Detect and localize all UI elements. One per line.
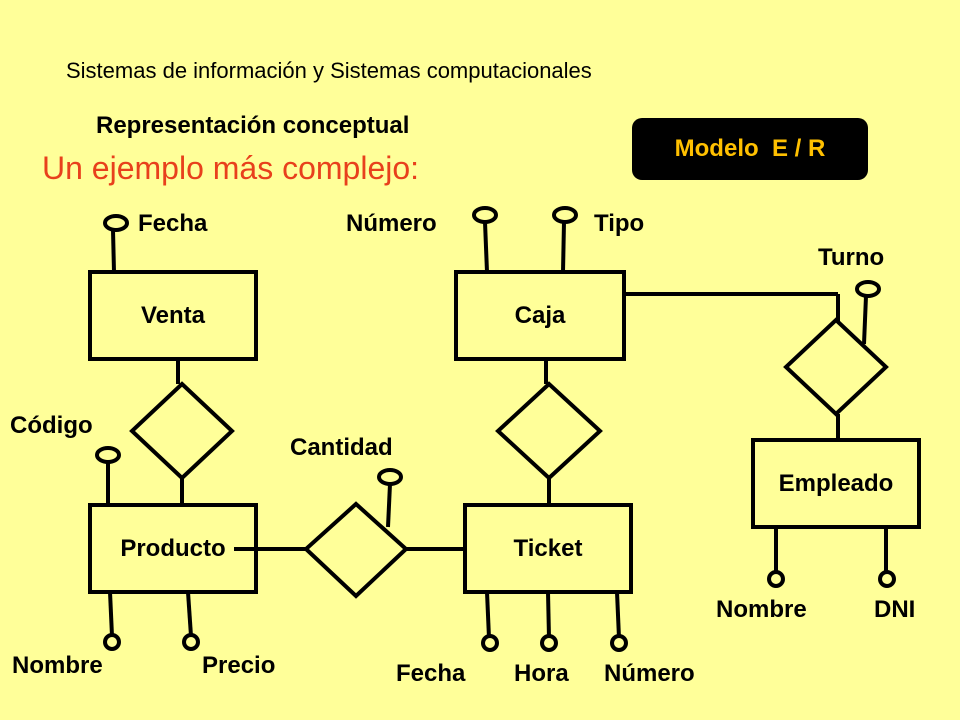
caja-numero-attribute-oval bbox=[472, 206, 498, 224]
attr-label-cantidad: Cantidad bbox=[290, 434, 393, 461]
empleado-nombre-attribute-oval bbox=[767, 570, 785, 588]
ticket-hora-attribute-oval bbox=[540, 634, 558, 652]
entity-empleado: Empleado bbox=[751, 438, 921, 529]
page-header-title: Sistemas de información y Sistemas compu… bbox=[66, 58, 592, 83]
turno-attribute-connector bbox=[862, 295, 868, 345]
attr-label-producto-nombre: Nombre bbox=[12, 652, 103, 679]
producto-precio-connector bbox=[186, 591, 193, 637]
producto-ticket-relationship bbox=[303, 501, 409, 599]
entity-caja: Caja bbox=[454, 270, 626, 361]
caja-empleado-relationship bbox=[783, 317, 889, 417]
turno-attribute-oval bbox=[855, 280, 881, 298]
page-subtitle: Representación conceptual bbox=[96, 112, 410, 139]
ticket-numero-connector bbox=[615, 591, 621, 639]
ticket-fecha-attribute-oval bbox=[481, 634, 499, 652]
venta-producto-relationship bbox=[129, 381, 235, 481]
attr-label-empleado-dni: DNI bbox=[874, 596, 916, 623]
producto-precio-attribute-oval bbox=[182, 633, 200, 651]
entity-venta: Venta bbox=[88, 270, 258, 361]
venta-fecha-connector bbox=[111, 229, 116, 273]
attr-label-ticket-numero: Número bbox=[604, 660, 695, 687]
attr-label-ticket-hora: Hora bbox=[514, 660, 569, 687]
caja-tipo-connector bbox=[561, 221, 566, 273]
attr-label-producto-precio: Precio bbox=[202, 652, 276, 679]
empleado-dni-attribute-oval bbox=[878, 570, 896, 588]
attr-label-caja-tipo: Tipo bbox=[594, 210, 645, 237]
producto-nombre-connector bbox=[108, 591, 114, 637]
venta-fecha-attribute-oval bbox=[103, 214, 129, 232]
section-title: Un ejemplo más complejo: bbox=[42, 150, 420, 186]
model-badge: Modelo E / R bbox=[632, 118, 868, 180]
attr-label-producto-codigo: Código bbox=[10, 412, 93, 439]
entity-producto: Producto bbox=[88, 503, 258, 594]
attr-label-caja-numero: Número bbox=[346, 210, 437, 237]
caja-ticket-relationship bbox=[495, 381, 603, 481]
attr-label-empleado-nombre: Nombre bbox=[716, 596, 807, 623]
caja-numero-connector bbox=[483, 221, 489, 273]
cantidad-attribute-oval bbox=[377, 468, 403, 486]
ticket-numero-attribute-oval bbox=[610, 634, 628, 652]
attr-label-ticket-fecha: Fecha bbox=[396, 660, 466, 687]
caja-tipo-attribute-oval bbox=[552, 206, 578, 224]
producto-nombre-attribute-oval bbox=[103, 633, 121, 651]
producto-codigo-attribute-oval bbox=[95, 446, 121, 464]
entity-ticket: Ticket bbox=[463, 503, 633, 594]
attr-label-venta-fecha: Fecha bbox=[138, 210, 208, 237]
attr-label-turno: Turno bbox=[818, 244, 885, 271]
ticket-fecha-connector bbox=[485, 591, 491, 639]
cantidad-attribute-connector bbox=[386, 483, 392, 528]
ticket-hora-connector bbox=[546, 591, 551, 639]
